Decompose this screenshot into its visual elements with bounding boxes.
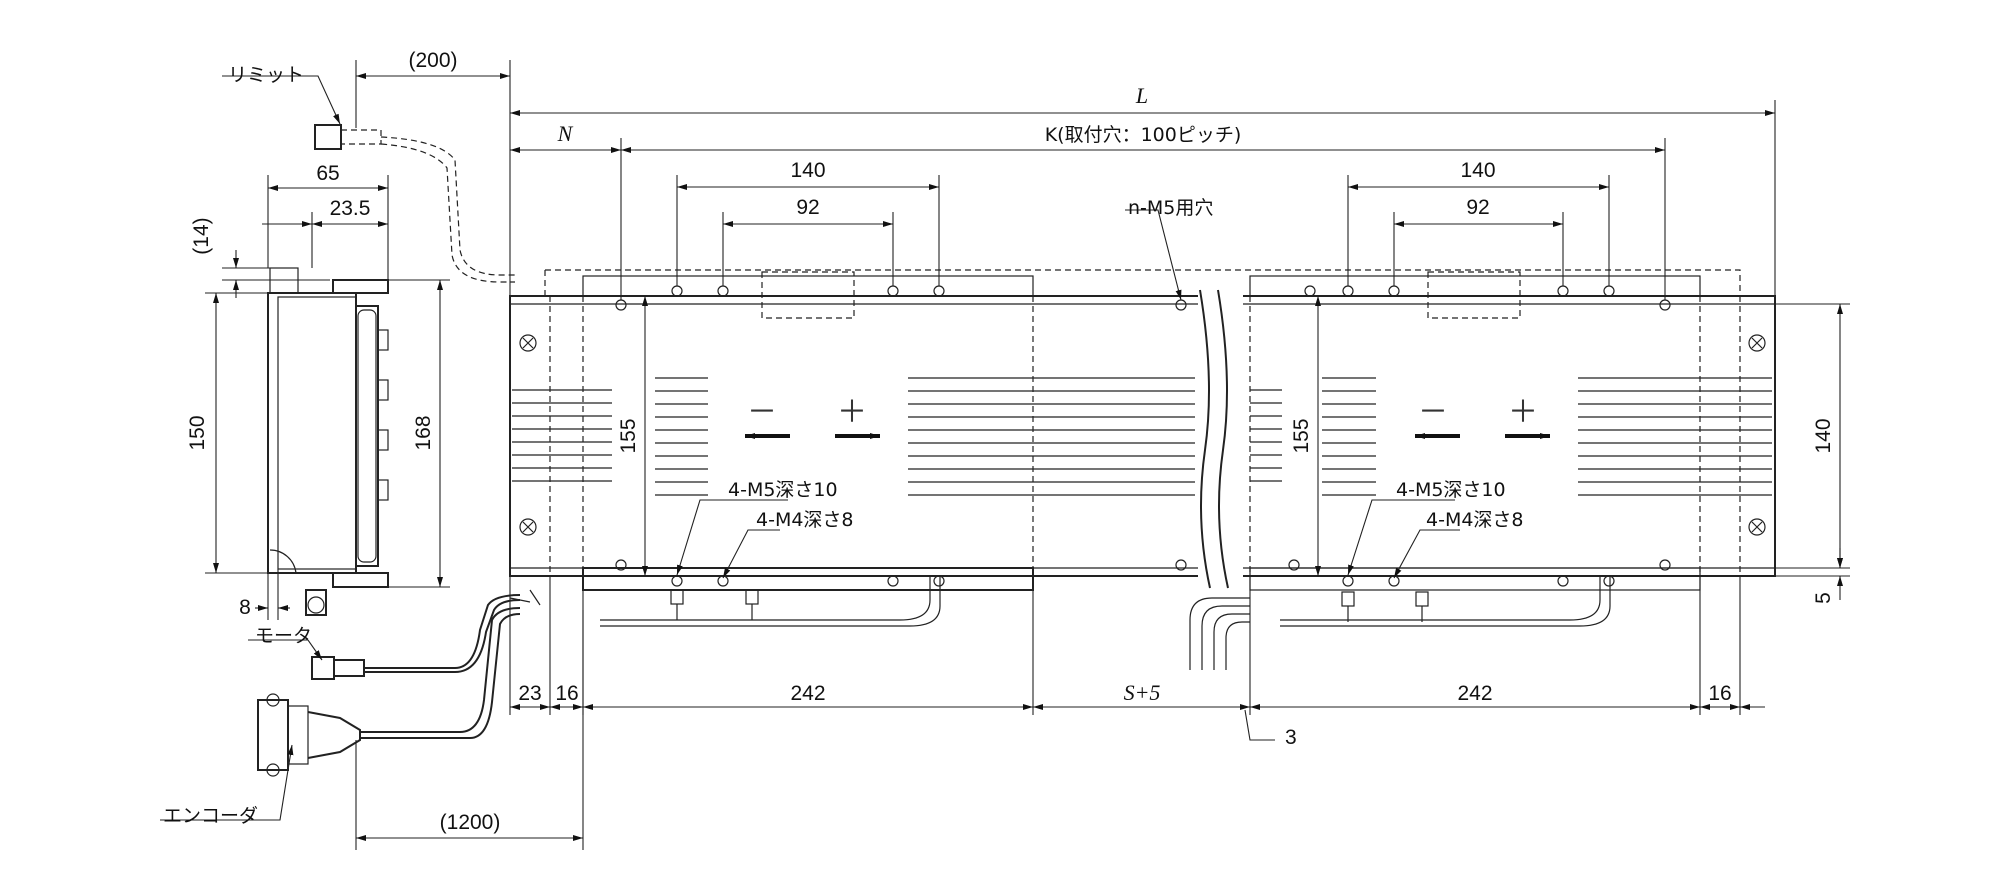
label-motor: モータ: [255, 625, 312, 647]
dim-140-left: 140: [790, 159, 825, 182]
label-m4-right: 4-M4深さ8: [1426, 509, 1524, 531]
dim-23-5: 23.5: [330, 197, 371, 220]
dim-168: 168: [412, 415, 435, 450]
plus-right: ＋: [1508, 395, 1538, 430]
dim-65: 65: [316, 162, 339, 185]
limit-connector: [314, 124, 515, 283]
dim-242-right: 242: [1457, 682, 1492, 705]
dim-140-side: 140: [1812, 418, 1835, 453]
motor-connector: [311, 594, 521, 680]
dim-155-right: 155: [1290, 418, 1313, 453]
actuator-body: [509, 269, 1776, 670]
label-m4-left: 4-M4深さ8: [756, 509, 854, 531]
label-n-m5-holes: n-M5用穴: [1128, 197, 1213, 219]
label-m5-right: 4-M5深さ10: [1396, 479, 1506, 501]
dim-14: (14): [190, 217, 213, 254]
dim-8: 8: [239, 596, 251, 619]
dim-K-pitch: K(取付穴：100ピッチ): [1045, 124, 1242, 146]
dim-155-left: 155: [617, 418, 640, 453]
dim-150: 150: [186, 415, 209, 450]
dim-92-left: 92: [796, 196, 819, 219]
dim-92-right: 92: [1466, 196, 1489, 219]
minus-left: －: [747, 395, 777, 430]
dim-N: N: [557, 121, 574, 146]
dim-140-right: 140: [1460, 159, 1495, 182]
dim-5: 5: [1812, 592, 1835, 604]
dim-1200: (1200): [440, 811, 501, 834]
dim-242-left: 242: [790, 682, 825, 705]
dimension-labels: (200) L N K(取付穴：100ピッチ) 140 92 140 92 65…: [186, 49, 1835, 834]
dim-L: L: [1135, 83, 1148, 108]
plus-left: ＋: [837, 395, 867, 430]
dim-16-left: 16: [555, 682, 578, 705]
side-view: [267, 267, 389, 616]
dim-3: 3: [1285, 726, 1297, 749]
dim-200: (200): [408, 49, 457, 72]
dim-23: 23: [518, 682, 541, 705]
dim-S-plus-5: S+5: [1124, 680, 1161, 705]
part-labels: リミット モータ エンコーダ n-M5用穴 4-M5深さ10 4-M4深さ8 4…: [163, 64, 1524, 827]
direction-arrows: － ＋ － ＋: [745, 395, 1550, 439]
dimensions: [160, 60, 1850, 850]
encoder-connector: [257, 607, 521, 777]
dim-16-right: 16: [1708, 682, 1731, 705]
label-encoder: エンコーダ: [163, 805, 258, 827]
label-m5-left: 4-M5深さ10: [728, 479, 838, 501]
label-limit: リミット: [228, 64, 304, 86]
minus-right: －: [1418, 395, 1448, 430]
